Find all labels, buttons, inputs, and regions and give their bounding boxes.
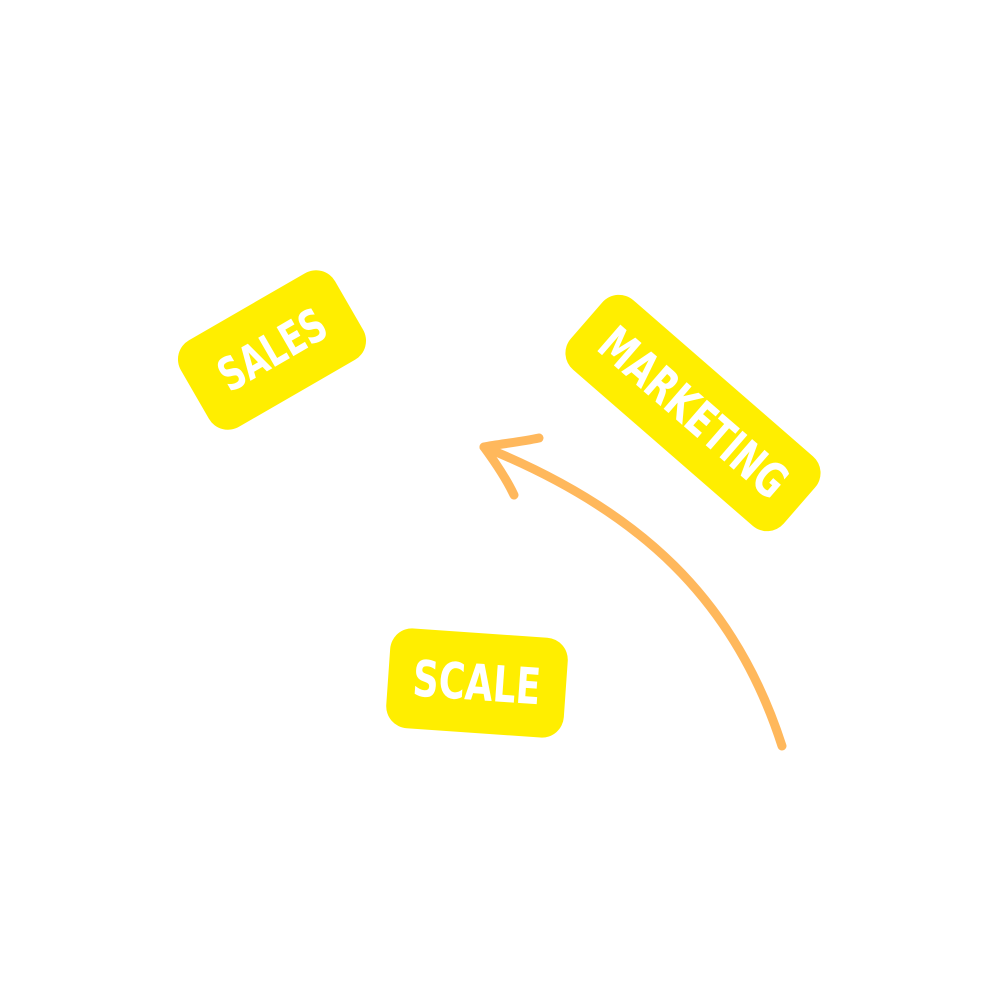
sales-tag-label: SALES (207, 297, 337, 403)
sales-tag: SALES (169, 262, 375, 438)
scale-tag-label: SCALE (411, 649, 543, 717)
scale-tag: SCALE (384, 626, 570, 740)
marketing-tag: MARKETING (556, 285, 830, 541)
marketing-tag-label: MARKETING (587, 315, 799, 511)
arrow-head (479, 433, 544, 500)
